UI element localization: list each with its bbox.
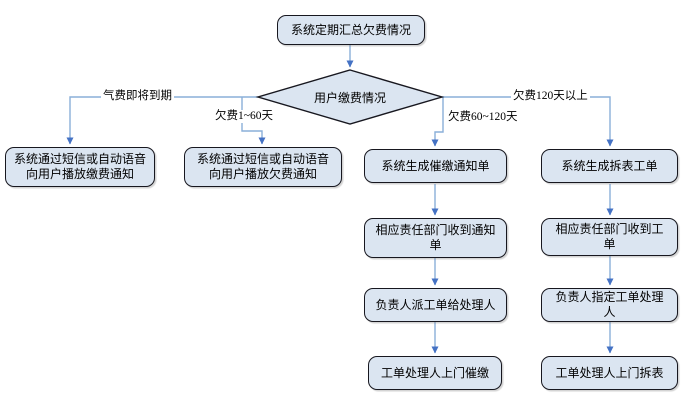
node-dept-receive-order: 相应责任部门收到工单 <box>541 218 678 256</box>
node-generate-removal-order: 系统生成拆表工单 <box>541 149 678 183</box>
edge-branch-120-plus <box>442 96 614 147</box>
edge-branch-60-120 <box>431 97 444 147</box>
branch-label-expiring: 气费即将到期 <box>101 90 174 103</box>
branch-label-1-60-days: 欠费1~60天 <box>213 110 275 123</box>
node-handler-door-removal: 工单处理人上门拆表 <box>541 356 678 390</box>
node-generate-reminder-notice: 系统生成催缴通知单 <box>364 149 507 183</box>
decision-label: 用户缴费情况 <box>313 90 386 105</box>
node-notify-payment: 系统通过短信或自动语音向用户播放缴费通知 <box>5 147 155 187</box>
branch-label-60-120-days: 欠费60~120天 <box>446 111 520 124</box>
edge-branch-expiring <box>66 96 258 145</box>
decision-diamond-shape <box>255 69 445 125</box>
node-designate-order-handler: 负责人指定工单处理人 <box>541 288 678 322</box>
node-start: 系统定期汇总欠费情况 <box>277 15 425 45</box>
branch-label-120-plus-days: 欠费120天以上 <box>511 90 590 103</box>
node-dept-receive-notice: 相应责任部门收到通知单 <box>364 218 507 258</box>
node-handler-door-urge: 工单处理人上门催缴 <box>368 356 502 390</box>
node-notify-arrears: 系统通过短信或自动语音向用户播放欠费通知 <box>184 147 342 187</box>
node-assign-order-to-handler: 负责人派工单给处理人 <box>364 288 507 322</box>
